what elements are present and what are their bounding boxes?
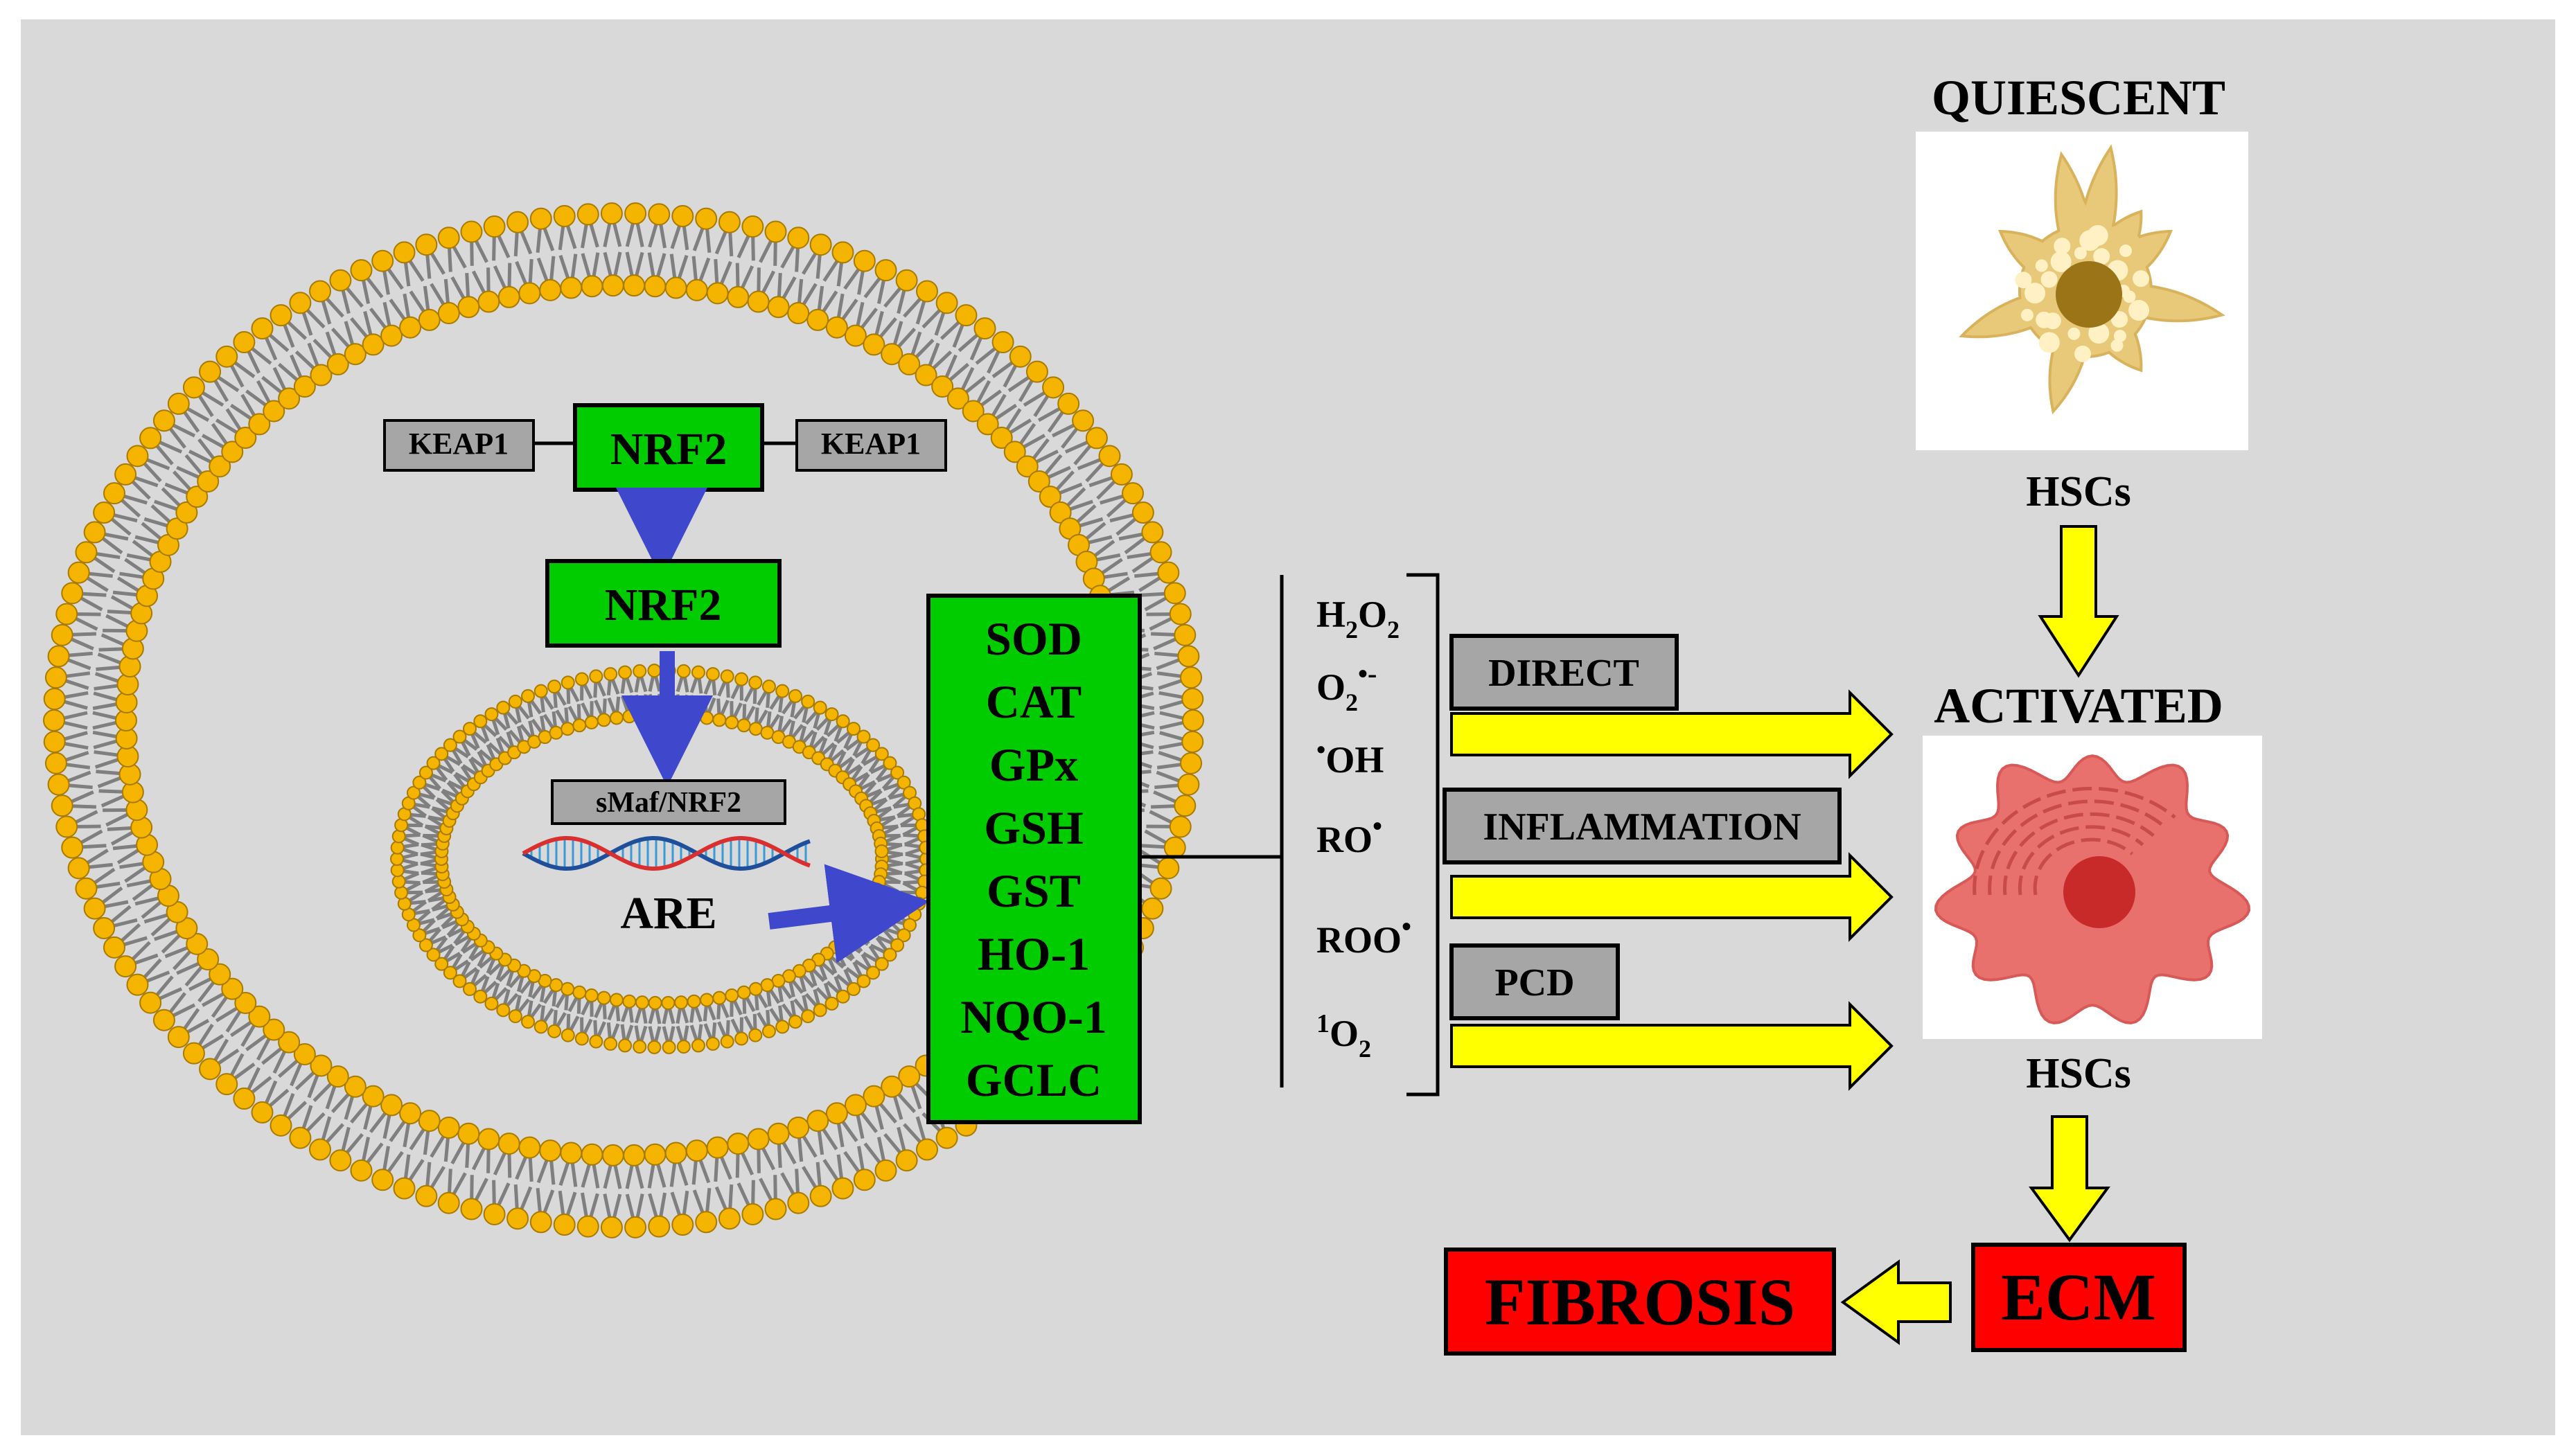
nrf2-top-label: NRF2 <box>610 424 727 474</box>
ros-species: ROO• <box>1316 911 1411 961</box>
hscs-top-label: HSCs <box>2026 468 2131 515</box>
ros-species: O2•- <box>1316 658 1377 716</box>
nrf2-keap1-box: NRF2 <box>573 403 764 492</box>
enzyme-nqo-1: NQO-1 <box>960 991 1107 1043</box>
activated-hsc-icon <box>1934 754 2251 1024</box>
ros-species: RO• <box>1316 810 1382 860</box>
quiescent-label: QUIESCENT <box>1932 70 2225 125</box>
keap1-right-label: KEAP1 <box>821 427 921 461</box>
direct-label: DIRECT <box>1488 652 1639 695</box>
cell-membrane <box>43 202 1204 1239</box>
yellow-arrow-ecm-to-fibrosis <box>1840 1259 1952 1345</box>
fibrosis-label: FIBROSIS <box>1485 1265 1795 1339</box>
yellow-arrow-pcd <box>1450 1001 1894 1091</box>
direct-box: DIRECT <box>1449 634 1679 711</box>
pcd-box: PCD <box>1449 943 1620 1020</box>
enzyme-cat: CAT <box>986 675 1082 728</box>
smaf-label: sMaf/NRF2 <box>596 787 741 819</box>
ros-species: 1O2 <box>1316 1009 1371 1063</box>
enzyme-gclc: GCLC <box>966 1054 1102 1106</box>
yellow-arrow-quiescent-to-activated <box>2038 525 2119 678</box>
ros-species: •OH <box>1316 736 1384 781</box>
enzyme-gpx: GPx <box>989 738 1078 791</box>
blue-arrow-3 <box>768 864 930 964</box>
enzyme-ho-1: HO-1 <box>978 927 1090 980</box>
inflammation-label: INFLAMMATION <box>1483 806 1801 849</box>
inflammation-box: INFLAMMATION <box>1443 788 1842 864</box>
keap1-left-box: KEAP1 <box>383 419 535 472</box>
yellow-arrow-direct <box>1450 689 1894 779</box>
yellow-arrow-inflammation <box>1450 852 1894 942</box>
keap1-right-box: KEAP1 <box>795 419 947 472</box>
yellow-arrow-activated-to-ecm <box>2029 1115 2110 1243</box>
fibrosis-box: FIBROSIS <box>1444 1248 1836 1356</box>
pcd-label: PCD <box>1494 961 1574 1004</box>
enzyme-gsh: GSH <box>984 801 1084 854</box>
are-label: ARE <box>620 888 716 939</box>
hscs-bottom-label: HSCs <box>2026 1050 2131 1097</box>
dna-helix-icon <box>522 835 811 871</box>
keap1-left-label: KEAP1 <box>409 427 509 461</box>
enzyme-sod: SOD <box>985 612 1082 665</box>
ecm-label: ECM <box>2001 1260 2156 1334</box>
quiescent-hsc-icon <box>1959 144 2225 415</box>
smaf-nrf2-box: sMaf/NRF2 <box>551 779 786 825</box>
nrf2-mid-label: NRF2 <box>605 580 722 630</box>
ros-species: H2O2 <box>1316 594 1400 643</box>
activated-label: ACTIVATED <box>1934 678 2223 734</box>
ecm-box: ECM <box>1971 1243 2187 1352</box>
nrf2-free-box: NRF2 <box>545 559 782 648</box>
ros-bracket-right <box>1406 573 1440 1097</box>
enzyme-gst: GST <box>987 864 1081 917</box>
